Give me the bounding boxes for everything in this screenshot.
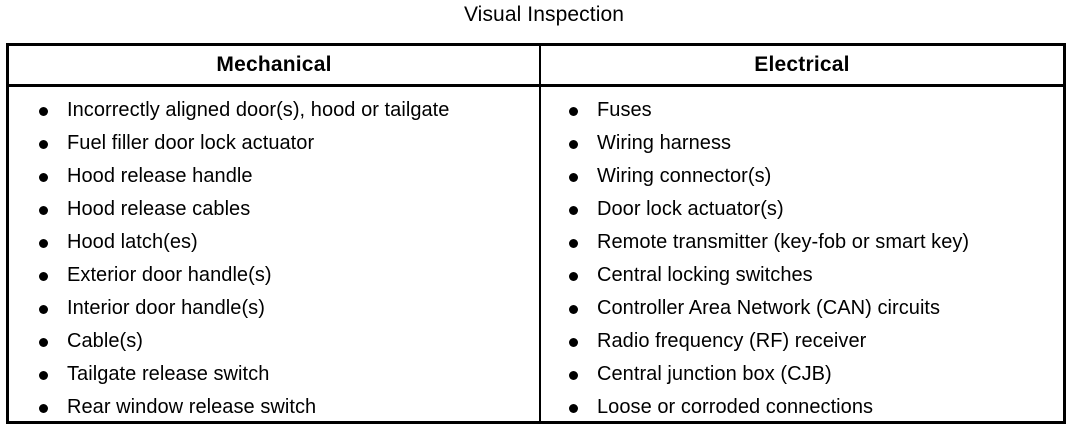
- list-item: Interior door handle(s): [9, 292, 539, 325]
- table-body-row: Incorrectly aligned door(s), hood or tai…: [9, 87, 1063, 424]
- bullet-dot-icon: [39, 305, 48, 314]
- list-item-label: Hood latch(es): [67, 231, 198, 253]
- bullet-dot-icon: [39, 140, 48, 149]
- column-header-electrical: Electrical: [754, 53, 850, 76]
- list-item: Incorrectly aligned door(s), hood or tai…: [9, 94, 539, 127]
- list-item: Door lock actuator(s): [541, 193, 1063, 226]
- page-title: Visual Inspection: [463, 3, 625, 26]
- list-item: Rear window release switch: [9, 391, 539, 424]
- list-item: Central junction box (CJB): [541, 358, 1063, 391]
- bullet-dot-icon: [39, 173, 48, 182]
- list-item-label: Door lock actuator(s): [597, 198, 784, 220]
- bullet-dot-icon: [39, 338, 48, 347]
- list-item-label: Wiring harness: [597, 132, 732, 154]
- list-item: Wiring harness: [541, 127, 1063, 160]
- list-item: Cable(s): [9, 325, 539, 358]
- list-item-label: Rear window release switch: [67, 396, 317, 418]
- list-item: Wiring connector(s): [541, 160, 1063, 193]
- list-item: Hood release handle: [9, 160, 539, 193]
- bullet-dot-icon: [569, 173, 578, 182]
- list-item-label: Central locking switches: [597, 264, 813, 286]
- bullet-dot-icon: [569, 206, 578, 215]
- list-item-label: Controller Area Network (CAN) circuits: [597, 297, 941, 319]
- bullet-dot-icon: [569, 305, 578, 314]
- bullet-dot-icon: [39, 272, 48, 281]
- bullet-dot-icon: [39, 404, 48, 413]
- list-item: Hood release cables: [9, 193, 539, 226]
- list-item-label: Wiring connector(s): [597, 165, 772, 187]
- bullet-dot-icon: [39, 371, 48, 380]
- list-item: Remote transmitter (key-fob or smart key…: [541, 226, 1063, 259]
- list-item-label: Fuel filler door lock actuator: [67, 132, 315, 154]
- list-item: Fuses: [541, 94, 1063, 127]
- bullet-dot-icon: [569, 239, 578, 248]
- list-item-label: Cable(s): [67, 330, 143, 352]
- bullet-dot-icon: [569, 371, 578, 380]
- list-item: Exterior door handle(s): [9, 259, 539, 292]
- list-item: Fuel filler door lock actuator: [9, 127, 539, 160]
- bullet-dot-icon: [39, 239, 48, 248]
- list-item-label: Exterior door handle(s): [67, 264, 272, 286]
- list-item-label: Fuses: [597, 99, 652, 121]
- column-cell-mechanical: Incorrectly aligned door(s), hood or tai…: [9, 87, 541, 424]
- bullet-dot-icon: [39, 107, 48, 116]
- list-item-label: Hood release handle: [67, 165, 253, 187]
- bullet-dot-icon: [569, 140, 578, 149]
- list-item-label: Interior door handle(s): [67, 297, 265, 319]
- mechanical-item-list: Incorrectly aligned door(s), hood or tai…: [9, 94, 539, 424]
- list-item: Radio frequency (RF) receiver: [541, 325, 1063, 358]
- bullet-dot-icon: [569, 404, 578, 413]
- list-item: Controller Area Network (CAN) circuits: [541, 292, 1063, 325]
- list-item: Hood latch(es): [9, 226, 539, 259]
- list-item: Tailgate release switch: [9, 358, 539, 391]
- bullet-dot-icon: [569, 338, 578, 347]
- list-item-label: Tailgate release switch: [67, 363, 270, 385]
- bullet-dot-icon: [39, 206, 48, 215]
- list-item-label: Incorrectly aligned door(s), hood or tai…: [67, 99, 450, 121]
- list-item-label: Hood release cables: [67, 198, 251, 220]
- bullet-dot-icon: [569, 107, 578, 116]
- list-item-label: Radio frequency (RF) receiver: [597, 330, 867, 352]
- list-item: Loose or corroded connections: [541, 391, 1063, 424]
- list-item-label: Loose or corroded connections: [597, 396, 874, 418]
- table-header-row: Mechanical Electrical: [9, 46, 1063, 87]
- list-item-label: Central junction box (CJB): [597, 363, 832, 385]
- column-header-mechanical: Mechanical: [9, 46, 541, 84]
- bullet-dot-icon: [569, 272, 578, 281]
- list-item-label: Remote transmitter (key-fob or smart key…: [597, 231, 970, 253]
- list-item: Central locking switches: [541, 259, 1063, 292]
- inspection-table: Mechanical Electrical Incorrectly aligne…: [6, 43, 1066, 424]
